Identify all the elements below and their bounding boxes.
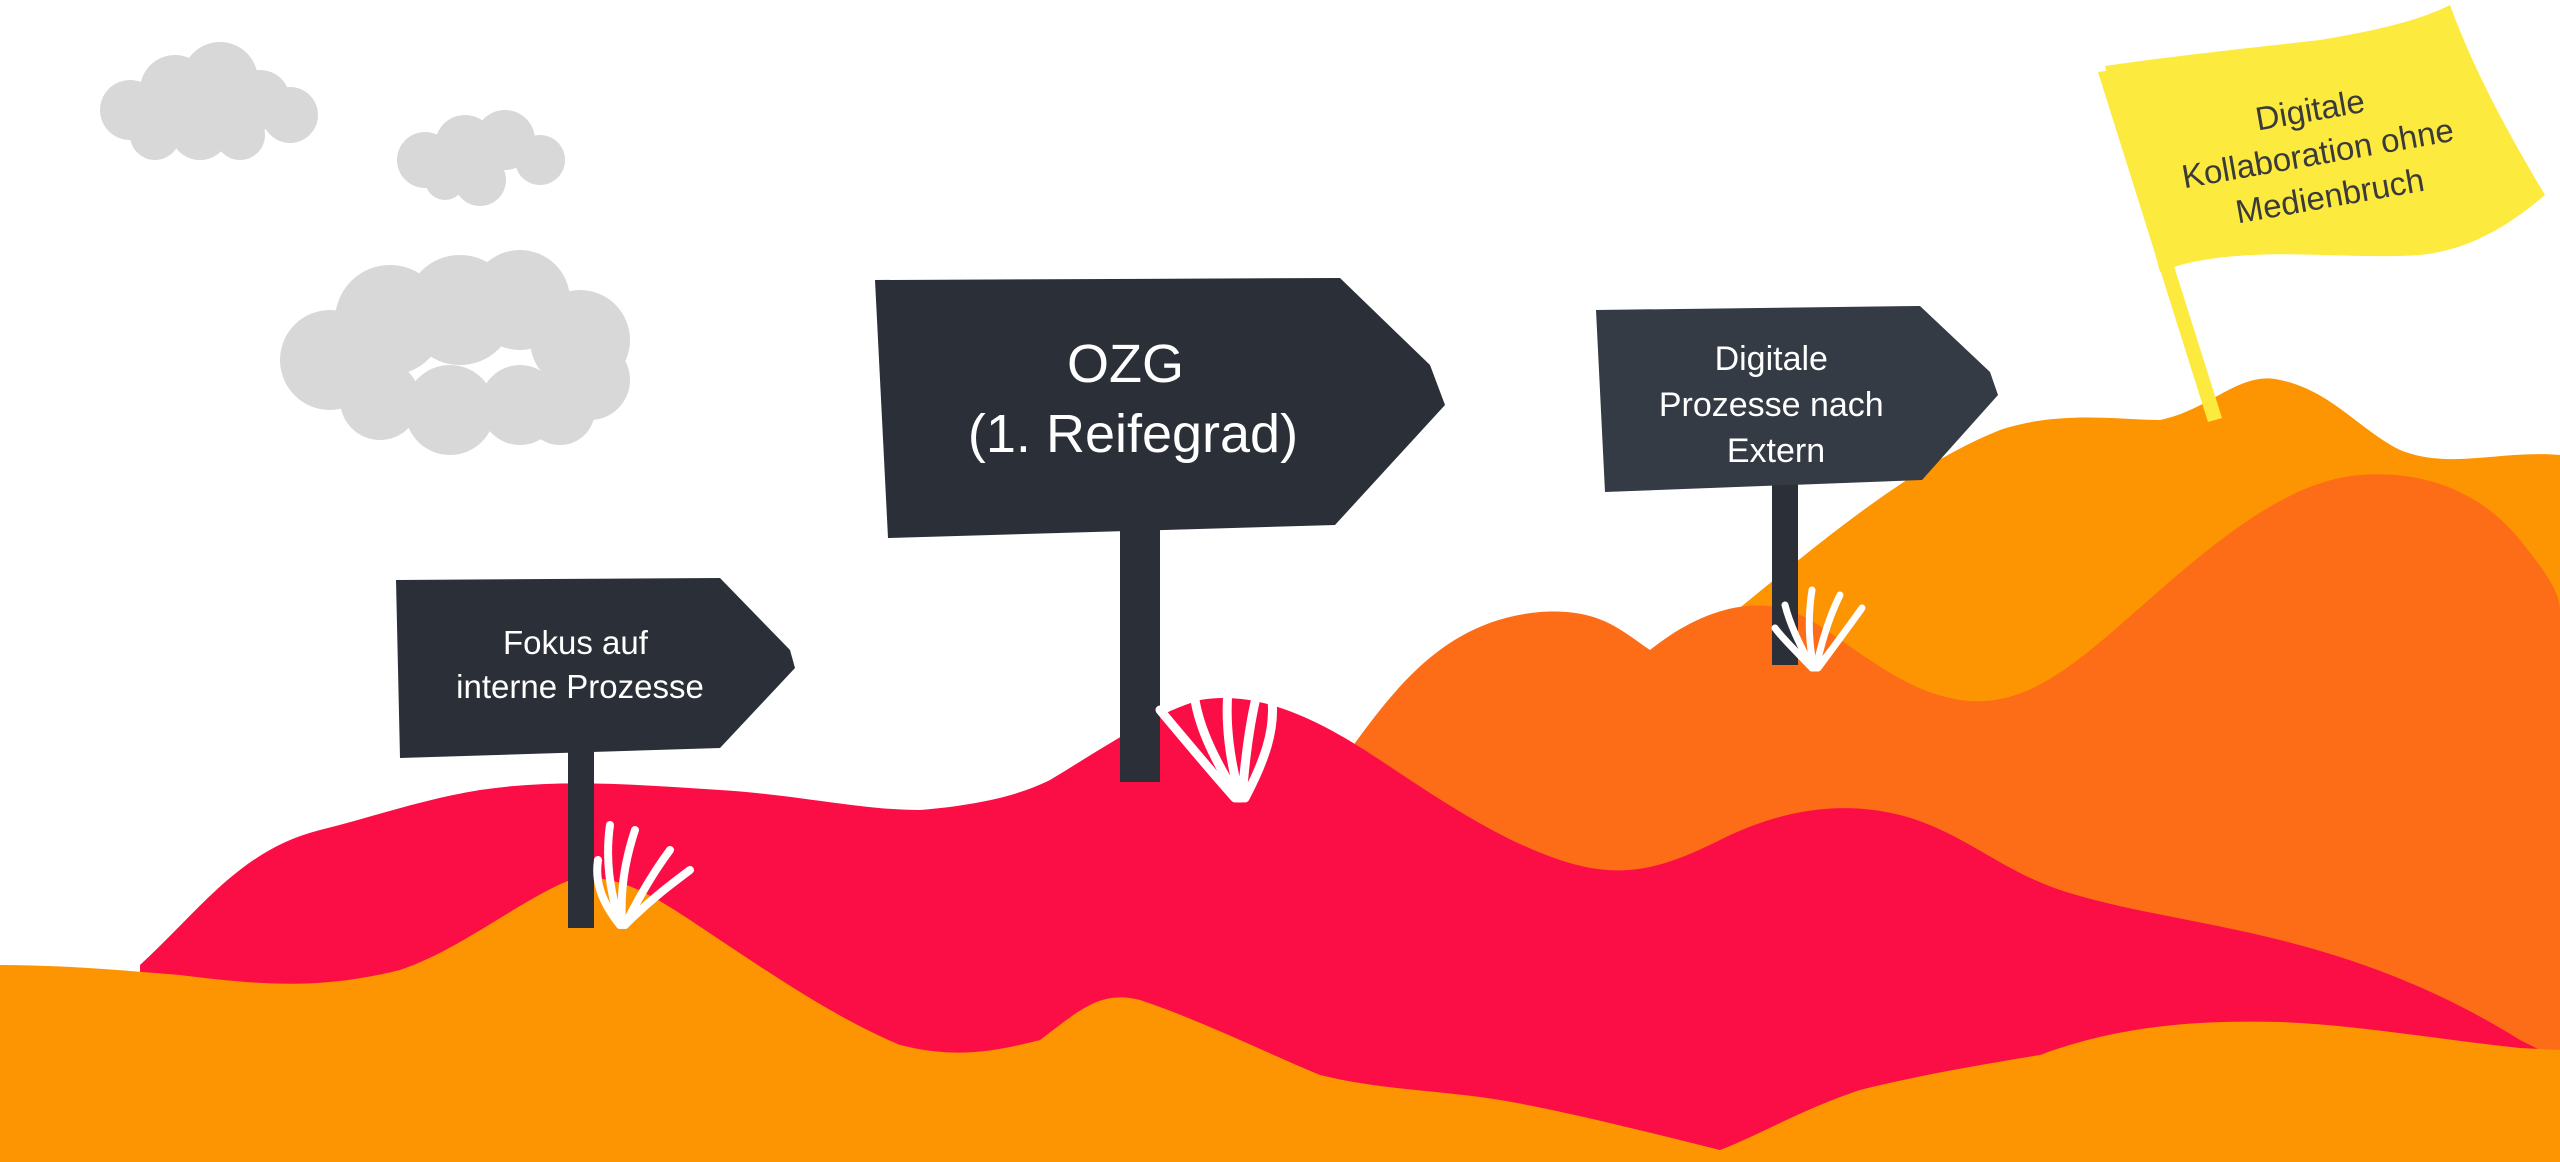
cloud-small-2 <box>397 110 565 206</box>
sign-digitale-prozesse-line-2: Prozesse nach <box>1659 386 1884 424</box>
sign-fokus-line-2: interne Prozesse <box>456 668 704 705</box>
sign-digitale-prozesse-line-1: Digitale <box>1715 340 1828 378</box>
cloud-small-1 <box>100 42 318 160</box>
cloud-large <box>280 250 630 455</box>
sign-fokus-line-1: Fokus auf <box>503 624 649 661</box>
sign-digitale-prozesse-line-3: Extern <box>1727 432 1825 470</box>
sign-fokus-post <box>568 740 594 928</box>
sign-ozg-post <box>1120 520 1160 782</box>
goal-flag: Digitale Kollaboration ohne Medienbruch <box>2098 5 2545 422</box>
sign-ozg-line-2: (1. Reifegrad) <box>968 404 1298 464</box>
sign-ozg-line-1: OZG <box>1067 334 1184 394</box>
